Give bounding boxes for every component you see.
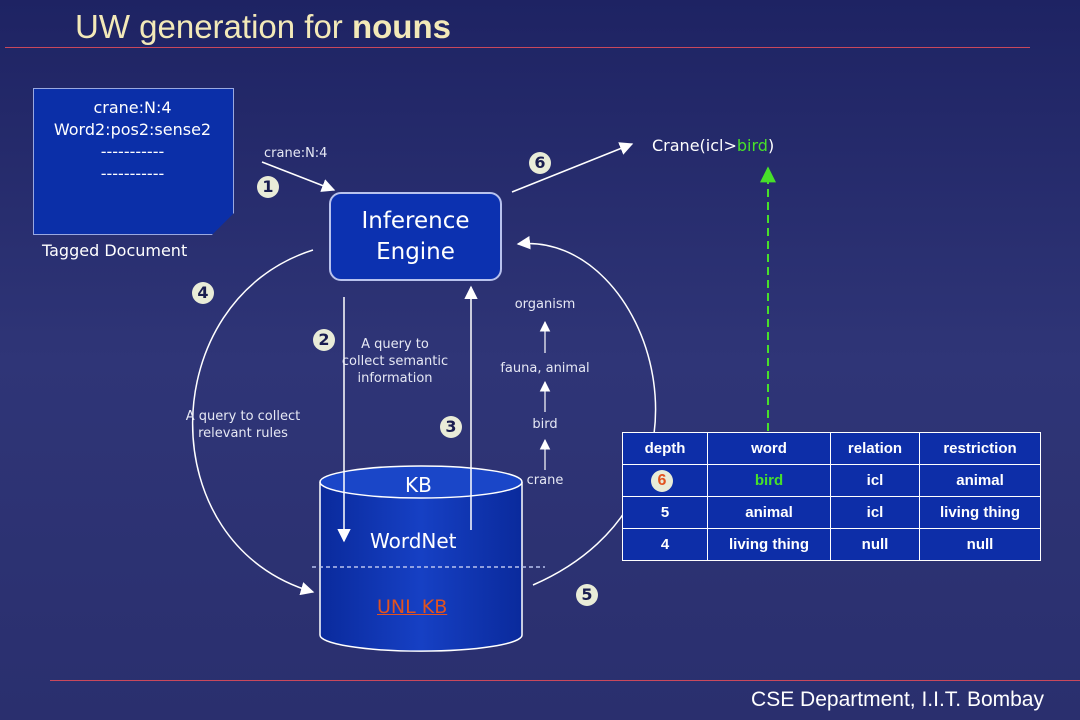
table-cell: 6 [622, 464, 708, 497]
table-header: depth [622, 432, 708, 465]
step-badge: 1 [257, 176, 279, 198]
rules-query-label: A query to collect relevant rules [173, 408, 313, 442]
table-cell: icl [830, 496, 920, 529]
tagged-document-lines: crane:N:4 Word2:pos2:sense2 ----------- … [33, 97, 232, 185]
table-cell: null [919, 528, 1041, 561]
page-title: UW generation for nouns [75, 8, 451, 46]
wordnet-label: WordNet [370, 529, 457, 553]
output-prefix: Crane(icl> [652, 136, 737, 155]
hierarchy-item: crane [526, 473, 564, 488]
semantic-query-line: information [357, 371, 433, 386]
table-cell: 5 [622, 496, 708, 529]
step-badge: 5 [576, 584, 598, 606]
output-highlight: bird [736, 136, 768, 155]
title-bold: nouns [351, 8, 451, 45]
step-badge: 6 [651, 469, 673, 492]
relation-table: depth word relation restriction 6 bird i… [622, 432, 1041, 561]
doc-line: ----------- [100, 142, 165, 161]
kb-label: KB [405, 473, 432, 497]
engine-line-1: Inference [361, 207, 470, 234]
tagged-document-box [33, 88, 234, 235]
step-badge: 2 [313, 329, 335, 351]
table-cell: 4 [622, 528, 708, 561]
output-uw: Crane(icl>bird) [652, 136, 774, 155]
table-cell: icl [830, 464, 920, 497]
doc-line: crane:N:4 [93, 98, 172, 117]
rules-query-line: relevant rules [198, 426, 288, 441]
table-header: restriction [919, 432, 1041, 465]
table-cell: living thing [707, 528, 831, 561]
output-suffix: ) [767, 136, 775, 155]
hierarchy-item: fauna, animal [500, 361, 590, 376]
tagged-document-caption: Tagged Document [42, 241, 188, 260]
table-row: 4 living thing null null [622, 528, 1041, 561]
table-cell: living thing [919, 496, 1041, 529]
table-header: relation [830, 432, 920, 465]
step-badge: 3 [440, 416, 462, 438]
table-header: word [707, 432, 831, 465]
title-rule [5, 47, 1030, 48]
table-row: 6 bird icl animal [622, 464, 1041, 497]
footer-rule [50, 680, 1080, 681]
table-cell: animal [919, 464, 1041, 497]
table-cell: animal [707, 496, 831, 529]
step-badge: 6 [529, 152, 551, 174]
output-arrow [511, 142, 634, 193]
engine-line-2: Engine [376, 238, 455, 265]
semantic-query-line: collect semantic [341, 354, 449, 369]
doc-line: ----------- [100, 164, 165, 183]
hierarchy-item: bird [532, 417, 558, 432]
table-cell: null [830, 528, 920, 561]
rules-return-arc [516, 236, 657, 586]
table-cell: bird [707, 464, 831, 497]
title-prefix: UW generation for [75, 8, 352, 45]
inference-engine-box: Inference Engine [329, 192, 502, 281]
rules-query-arc [191, 249, 315, 596]
hierarchy-item: organism [514, 297, 576, 312]
step-badge: 4 [192, 282, 214, 304]
table-row: 5 animal icl living thing [622, 496, 1041, 529]
input-label: crane:N:4 [264, 146, 328, 161]
semantic-query-line: A query to [361, 337, 429, 352]
rules-query-line: A query to collect [185, 409, 301, 424]
doc-line: Word2:pos2:sense2 [53, 120, 212, 139]
footer-text: CSE Department, I.I.T. Bombay [751, 688, 1044, 711]
input-arrow [261, 161, 336, 192]
semantic-query-label: A query to collect semantic information [330, 336, 460, 387]
table-header-row: depth word relation restriction [622, 432, 1041, 465]
unl-kb-link[interactable]: UNL KB [377, 596, 448, 618]
